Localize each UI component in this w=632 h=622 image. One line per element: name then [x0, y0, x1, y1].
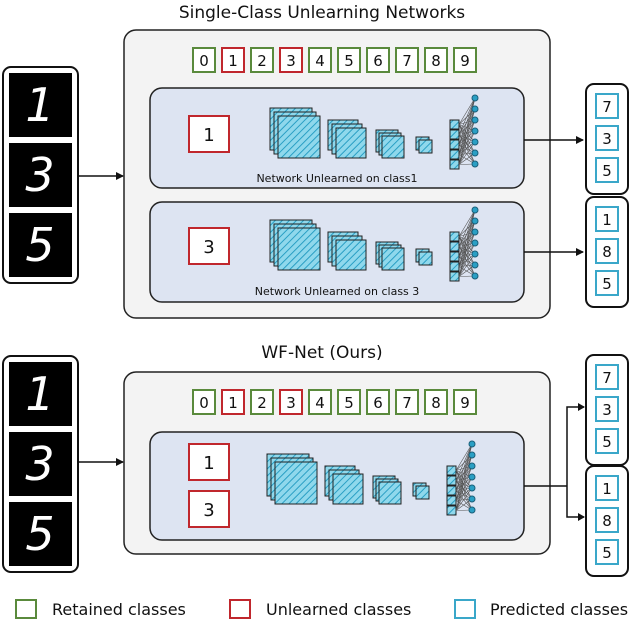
- top-class-9: 9: [453, 47, 477, 73]
- top-class-5: 5: [337, 47, 361, 73]
- svg-text:3: 3: [286, 52, 296, 70]
- top-class-8: 8: [424, 47, 448, 73]
- svg-text:8: 8: [431, 394, 441, 412]
- input-digits-top: 1 3 5: [2, 66, 79, 284]
- svg-text:4: 4: [315, 394, 325, 412]
- svg-text:Unlearned classes: Unlearned classes: [266, 600, 411, 619]
- legend-retained: Retained classes: [15, 599, 186, 619]
- svg-text:2: 2: [257, 394, 267, 412]
- cnn-layers-top-1: [269, 94, 479, 170]
- svg-text:5: 5: [602, 433, 612, 451]
- wf-unlearned-box-1: 1: [188, 443, 230, 481]
- top-class-7: 7: [395, 47, 419, 73]
- svg-text:5: 5: [344, 394, 354, 412]
- bottom-class-0: 0: [192, 389, 216, 415]
- svg-text:3: 3: [25, 437, 54, 491]
- wf-unlearned-box-2: 3: [188, 490, 230, 528]
- svg-text:6: 6: [373, 394, 383, 412]
- prediction-group-top-2: 1 8 5: [585, 196, 629, 308]
- svg-text:1: 1: [25, 78, 54, 132]
- svg-text:8: 8: [602, 243, 612, 261]
- svg-text:1: 1: [203, 453, 214, 474]
- cnn-layers-top-2: [269, 206, 479, 282]
- prediction-group-top-1: 7 3 5: [585, 83, 629, 195]
- top-net1-unlearned-box: 1: [188, 115, 230, 153]
- svg-text:3: 3: [25, 148, 54, 202]
- bottom-class-row: 0 1 2 3 4 5 6 7 8 9: [192, 389, 477, 415]
- svg-text:5: 5: [25, 218, 54, 272]
- svg-text:2: 2: [257, 52, 267, 70]
- top-net2-caption: Network Unlearned on class 3: [255, 285, 420, 298]
- svg-text:3: 3: [602, 401, 612, 419]
- bottom-class-5: 5: [337, 389, 361, 415]
- svg-text:1: 1: [602, 211, 612, 229]
- svg-text:7: 7: [602, 369, 612, 387]
- bottom-class-3: 3: [279, 389, 303, 415]
- legend-predicted: Predicted classes: [454, 599, 628, 619]
- svg-text:7: 7: [402, 394, 412, 412]
- prediction-group-bottom-1: 7 3 5: [585, 354, 629, 466]
- svg-text:5: 5: [602, 162, 612, 180]
- top-class-4: 4: [308, 47, 332, 73]
- cnn-layers-wf: [266, 440, 476, 516]
- svg-text:9: 9: [460, 394, 470, 412]
- svg-text:1: 1: [602, 480, 612, 498]
- svg-text:6: 6: [373, 52, 383, 70]
- top-class-0: 0: [192, 47, 216, 73]
- top-input-digit-3: 3: [9, 143, 72, 207]
- top-net1-caption: Network Unlearned on class1: [256, 172, 417, 185]
- top-class-row: 0 1 2 3 4 5 6 7 8 9: [192, 47, 477, 73]
- svg-text:5: 5: [25, 507, 54, 561]
- bottom-class-7: 7: [395, 389, 419, 415]
- prediction-group-bottom-2: 1 8 5: [585, 465, 629, 577]
- svg-text:8: 8: [602, 512, 612, 530]
- top-input-digit-1: 1: [9, 73, 72, 137]
- bottom-class-6: 6: [366, 389, 390, 415]
- svg-text:1: 1: [228, 394, 238, 412]
- bottom-class-9: 9: [453, 389, 477, 415]
- top-input-digit-5: 5: [9, 213, 72, 277]
- legend-unlearned: Unlearned classes: [229, 599, 411, 619]
- input-digits-bottom: 1 3 5: [2, 355, 79, 573]
- top-class-3: 3: [279, 47, 303, 73]
- svg-text:0: 0: [199, 394, 209, 412]
- svg-text:3: 3: [602, 130, 612, 148]
- svg-text:5: 5: [344, 52, 354, 70]
- bottom-class-4: 4: [308, 389, 332, 415]
- svg-text:3: 3: [286, 394, 296, 412]
- top-net2-unlearned-box: 3: [188, 227, 230, 265]
- svg-text:3: 3: [203, 500, 214, 521]
- bottom-input-digit-3: 3: [9, 432, 72, 496]
- svg-text:1: 1: [203, 125, 214, 146]
- svg-text:8: 8: [431, 52, 441, 70]
- svg-text:5: 5: [602, 275, 612, 293]
- top-class-1: 1: [221, 47, 245, 73]
- prediction-groups: 7 3 5 1 8 5 7 3 5 1 8 5: [585, 83, 629, 577]
- svg-text:Predicted classes: Predicted classes: [490, 600, 628, 619]
- bottom-input-digit-5: 5: [9, 502, 72, 566]
- svg-text:1: 1: [25, 367, 54, 421]
- svg-text:4: 4: [315, 52, 325, 70]
- top-class-2: 2: [250, 47, 274, 73]
- bottom-input-digit-1: 1: [9, 362, 72, 426]
- svg-text:7: 7: [402, 52, 412, 70]
- bottom-class-2: 2: [250, 389, 274, 415]
- title-wf-net: WF-Net (Ours): [261, 343, 382, 363]
- top-class-6: 6: [366, 47, 390, 73]
- svg-text:9: 9: [460, 52, 470, 70]
- svg-text:0: 0: [199, 52, 209, 70]
- bottom-class-1: 1: [221, 389, 245, 415]
- svg-text:Retained classes: Retained classes: [52, 600, 186, 619]
- svg-text:5: 5: [602, 544, 612, 562]
- bottom-class-8: 8: [424, 389, 448, 415]
- svg-text:7: 7: [602, 98, 612, 116]
- svg-text:1: 1: [228, 52, 238, 70]
- svg-text:3: 3: [203, 237, 214, 258]
- title-single-class: Single-Class Unlearning Networks: [179, 3, 465, 23]
